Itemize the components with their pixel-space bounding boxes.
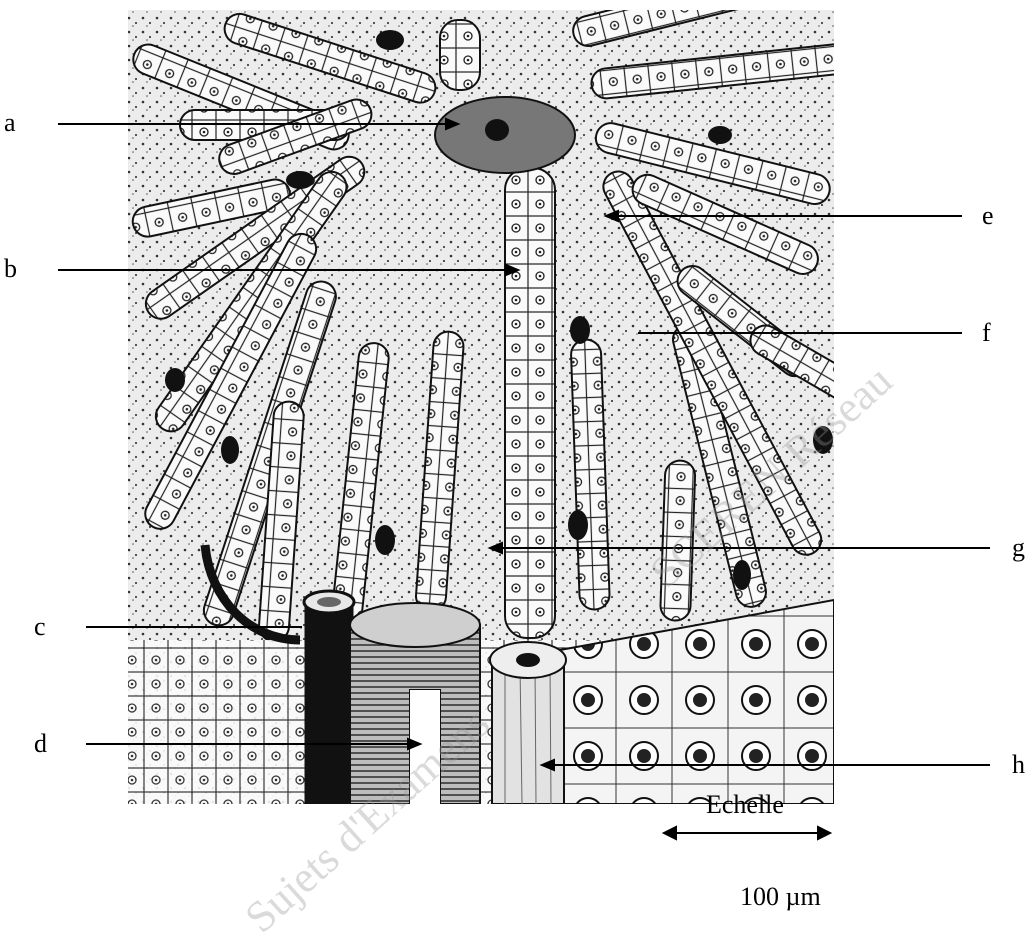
label-g: g [1012, 535, 1025, 561]
label-b: b [4, 256, 17, 282]
label-h: h [1012, 752, 1025, 778]
label-e: e [982, 203, 994, 229]
label-f: f [982, 320, 991, 346]
label-d: d [34, 731, 47, 757]
label-a: a [4, 110, 16, 136]
scale-title: Echelle [706, 792, 784, 818]
scale-arrow [664, 827, 830, 839]
tissue-drawing [128, 0, 864, 804]
liver-lobule-diagram [0, 0, 1035, 923]
scale-value: 100 µm [740, 884, 821, 910]
label-c: c [34, 614, 46, 640]
